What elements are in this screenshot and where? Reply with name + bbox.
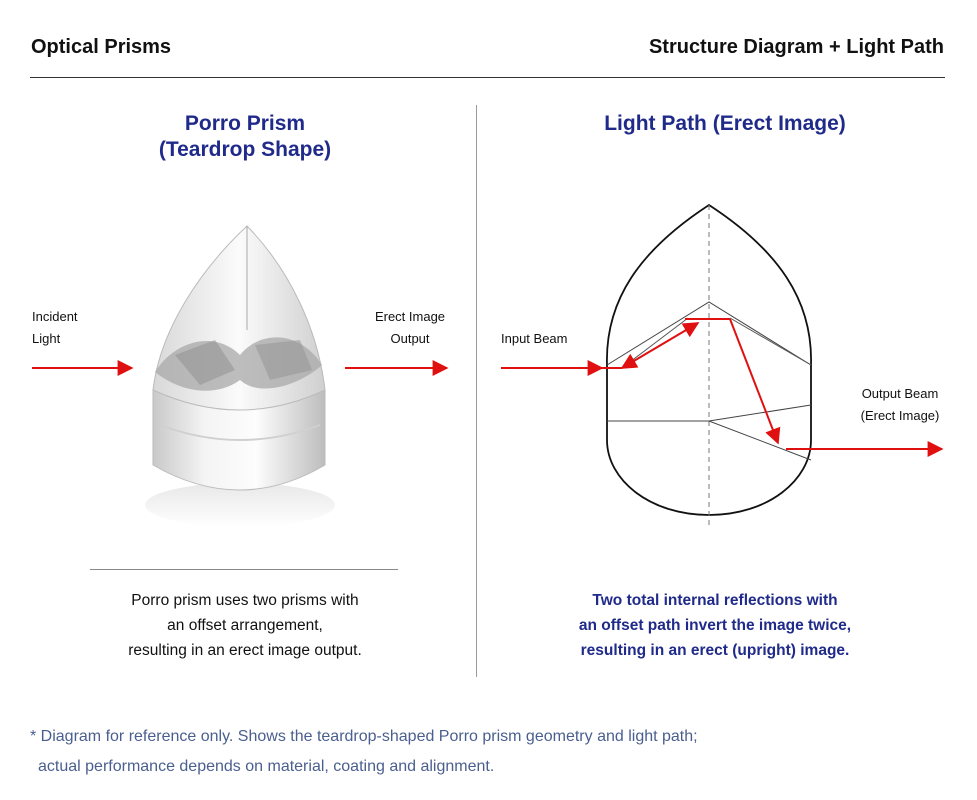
output-label-line1: Erect Image	[374, 309, 446, 324]
reflection-segment-1	[620, 322, 700, 369]
right-desc-line1: Two total internal reflections with	[592, 592, 838, 609]
output-beam-label: Output Beam (Erect Image)	[850, 383, 950, 427]
input-beam-label: Input Beam	[501, 331, 568, 346]
left-desc-line3: resulting in an erect image output.	[128, 642, 362, 659]
light-path-diagram	[606, 203, 812, 525]
left-panel-title: Porro Prism (Teardrop Shape)	[145, 111, 345, 163]
page-title: Optical Prisms	[31, 36, 172, 58]
right-desc-line2: an offset path invert the image twice,	[578, 617, 852, 634]
right-desc-line3: resulting in an erect (upright) image.	[580, 642, 850, 659]
footnote-line2: actual performance depends on material, …	[38, 758, 495, 775]
erect-output-label: Erect Image Output	[360, 306, 460, 350]
output-beam-line2: (Erect Image)	[860, 408, 940, 423]
reflection-segment-3	[729, 318, 781, 445]
incident-label-line1: Incident	[32, 309, 78, 324]
left-description: Porro prism uses two prisms with an offs…	[60, 588, 430, 663]
output-label-line2: Output	[390, 331, 430, 346]
left-title-line2: (Teardrop Shape)	[158, 138, 332, 161]
incident-label-line2: Light	[32, 331, 61, 346]
footnote-line1: * Diagram for reference only. Shows the …	[30, 728, 698, 745]
left-title-line1: Porro Prism	[184, 112, 306, 135]
header-divider	[30, 77, 945, 78]
prism-shadow	[145, 483, 335, 527]
output-beam-line1: Output Beam	[861, 386, 939, 401]
right-panel-title: Light Path (Erect Image)	[604, 112, 846, 135]
panel-divider	[476, 105, 477, 677]
left-desc-line1: Porro prism uses two prisms with	[131, 592, 359, 609]
caption-divider	[90, 569, 398, 570]
page-subtitle: Structure Diagram + Light Path	[648, 36, 944, 58]
incident-light-label: Incident Light	[32, 306, 78, 350]
left-desc-line2: an offset arrangement,	[167, 617, 323, 634]
right-description: Two total internal reflections with an o…	[520, 588, 910, 663]
porro-prism-illustration	[145, 225, 335, 527]
